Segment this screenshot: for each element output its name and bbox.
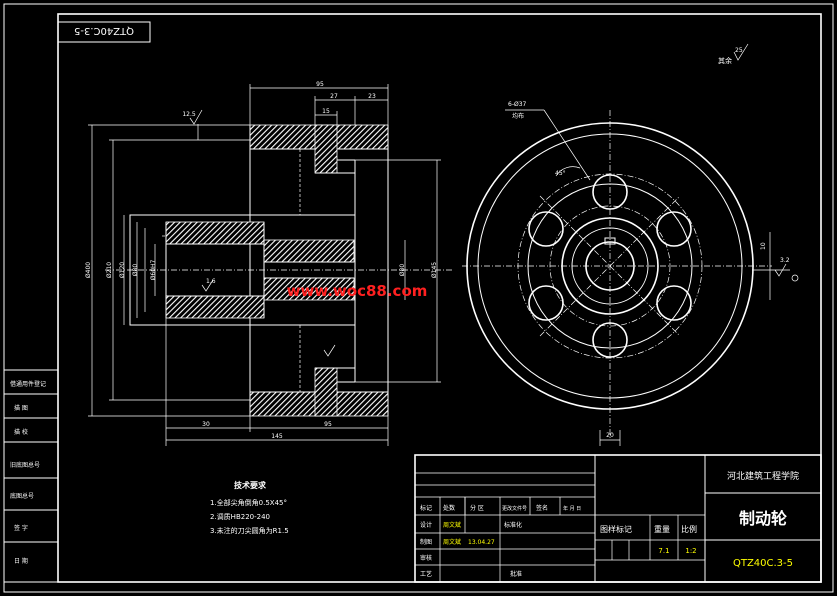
- strip-2: 描 校: [14, 428, 28, 436]
- label-bili: 比例: [681, 524, 697, 534]
- title-block: [414, 454, 822, 583]
- dim-right-side: 10: [760, 242, 767, 250]
- strip-4: 底图总号: [10, 492, 34, 500]
- weight-value: 7.1: [658, 547, 669, 555]
- label-gongyi: 工艺: [420, 570, 432, 578]
- label-pizhun: 批准: [510, 570, 522, 578]
- dim-dia-right-80: Ø80: [399, 264, 406, 277]
- dim-dia-right-145: Ø145: [431, 262, 438, 278]
- dim-dia-210: Ø210: [106, 262, 113, 278]
- roughness-right: 3.2: [780, 257, 790, 264]
- label-biaozhunhua: 标准化: [504, 521, 522, 529]
- dim-bottom-30: 30: [202, 421, 210, 428]
- label-zhitu: 制图: [420, 538, 432, 546]
- scale-value: 1:2: [685, 547, 696, 555]
- dim-top-23: 23: [368, 93, 376, 100]
- drawing-no-tab: [57, 21, 151, 43]
- school-name: 河北建筑工程学院: [727, 470, 799, 482]
- dim-bottom-right: 20: [606, 432, 614, 439]
- date: 13.04.27: [468, 539, 495, 546]
- dim-holes: 6-Ø37: [508, 101, 527, 108]
- hdr-fenqu: 分 区: [470, 504, 484, 512]
- dim-angle: 45°: [555, 170, 566, 177]
- section-view: [88, 84, 452, 446]
- dim-bottom-95: 95: [324, 421, 332, 428]
- dim-dia-400: Ø400: [85, 262, 92, 278]
- strip-0: 借通用件登记: [10, 380, 46, 388]
- drafter: 周文斌: [443, 538, 461, 546]
- strip-3: 旧底图总号: [10, 461, 40, 469]
- surface-note: 其余: [718, 56, 732, 65]
- drawing-number: QTZ40C.3-5: [733, 558, 793, 569]
- tech-req-3: 3.未注的刀尖圆角为R1.5: [210, 526, 289, 535]
- label-tuyang-biaoji: 图样标记: [600, 524, 632, 534]
- surface-value: 25: [735, 47, 743, 54]
- tech-req-1: 1.全部尖角倒角0.5X45°: [210, 498, 287, 507]
- label-shenhe: 审核: [420, 554, 432, 562]
- hdr-qianming: 签名: [536, 504, 548, 512]
- tech-req-2: 2.调质HB220-240: [210, 512, 270, 521]
- dim-dia-120: Ø120: [119, 262, 126, 278]
- dim-bottom-total: 145: [271, 433, 283, 440]
- label-sheji: 设计: [420, 521, 432, 529]
- roughness-symbol-top: [733, 43, 749, 61]
- strip-1: 描 图: [14, 404, 28, 412]
- outer-frame: [3, 3, 834, 593]
- front-view: [462, 109, 799, 446]
- roughness-bore: 1.6: [206, 278, 216, 285]
- hdr-biaoji: 标记: [420, 504, 432, 512]
- label-zhongliang: 重量: [654, 524, 670, 534]
- watermark: www.woc88.com: [287, 282, 428, 300]
- left-strip: [3, 369, 59, 583]
- roughness-top: 12.5: [182, 111, 196, 118]
- tech-req-title: 技术要求: [234, 480, 267, 490]
- dim-top-27: 27: [330, 93, 338, 100]
- dim-top-total: 95: [316, 81, 324, 88]
- dim-dia-60h7: Ø60H7: [150, 259, 157, 280]
- strip-5: 签 字: [14, 524, 28, 532]
- dim-15: 15: [322, 108, 330, 115]
- part-name: 制动轮: [739, 509, 787, 528]
- dim-holes-note: 均布: [512, 112, 524, 120]
- strip-6: 日 期: [14, 557, 28, 565]
- hdr-chushu: 处数: [443, 504, 455, 512]
- designer: 周文斌: [443, 521, 461, 529]
- hdr-wenjian: 更改文件号: [502, 505, 527, 512]
- dim-dia-80: Ø80: [132, 264, 139, 277]
- drawing-no-tab-text: QTZ40C.3-5: [74, 25, 134, 36]
- hdr-nianyueri: 年 月 日: [563, 505, 581, 512]
